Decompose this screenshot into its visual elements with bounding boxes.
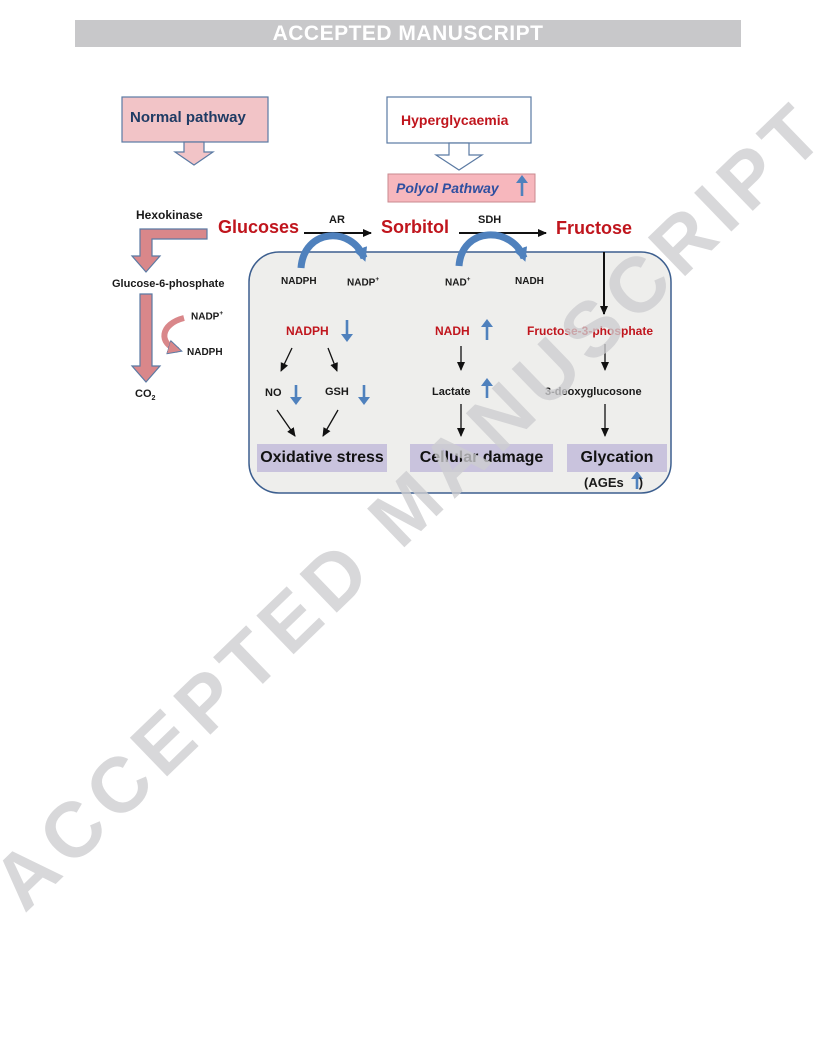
cellular-damage-box: Cellular damage [410, 444, 553, 472]
nadp-curved-arrow [161, 315, 185, 350]
hyperglycaemia-box [386, 96, 532, 144]
co-text: CO [135, 388, 152, 400]
hyperglycaemia-down-arrow [433, 142, 485, 171]
nadph-top-label: NADPH [281, 276, 317, 287]
nadph-down-arrow-icon [341, 320, 353, 342]
accepted-manuscript-banner: ACCEPTED MANUSCRIPT [75, 20, 741, 47]
polyol-up-arrow-icon [516, 175, 528, 196]
glycation-label: Glycation [580, 449, 654, 466]
polyol-pathway-box [387, 173, 536, 203]
hyperglycaemia-label: Hyperglycaemia [401, 112, 509, 128]
oxidative-stress-box: Oxidative stress [257, 444, 387, 472]
ar-label: AR [329, 214, 345, 226]
hexokinase-bent-arrow [130, 228, 208, 273]
nadph-to-no-arrow [280, 347, 293, 372]
normal-pathway-down-arrow [173, 141, 215, 166]
nad-plus-label: NAD+ [445, 276, 470, 288]
deoxyglucosone-label: 3-deoxyglucosone [545, 386, 642, 398]
lactate-label: Lactate [432, 386, 471, 398]
sorbitol-label: Sorbitol [381, 217, 449, 237]
fructose-label: Fructose [556, 218, 633, 238]
nadp-left-text: NADP [191, 311, 220, 323]
two-sub: 2 [151, 394, 156, 403]
gsh-to-oxidative-arrow [322, 409, 339, 437]
cellular-damage-label: Cellular damage [419, 449, 544, 466]
nadph-left-label: NADPH [187, 347, 223, 358]
nadp-plus-left-label: NADP+ [191, 310, 223, 322]
sdh-label: SDH [478, 214, 502, 226]
normal-pathway-box [121, 96, 269, 143]
hexokinase-label: Hexokinase [136, 208, 203, 222]
nadh-up-arrow-icon [481, 319, 493, 340]
ages-text: (AGEs [584, 475, 624, 490]
nadph-to-nadp-curve [297, 232, 368, 269]
plus-sup: + [219, 310, 224, 317]
no-to-oxidative-arrow [276, 409, 296, 437]
co2-label: CO2 [135, 388, 155, 402]
glycation-box: Glycation [567, 444, 667, 472]
ages-up-arrow-icon [631, 471, 643, 489]
banner-text: ACCEPTED MANUSCRIPT [272, 21, 544, 45]
nadph-to-gsh-arrow [327, 347, 338, 372]
gsh-label: GSH [325, 386, 349, 398]
nadph-red-label: NADPH [286, 324, 329, 338]
nadh-red-label: NADH [435, 324, 470, 338]
polyol-pathway-label: Polyol Pathway [396, 180, 499, 196]
nadh-top-label: NADH [515, 276, 544, 287]
glucoses-label: Glucoses [218, 217, 300, 237]
no-down-arrow-icon [290, 385, 302, 405]
fructose-3-phosphate-label: Fructose-3-phosphate [527, 324, 654, 338]
glucose-6-phosphate-label: Glucose-6-phosphate [112, 278, 225, 290]
gsh-down-arrow-icon [358, 385, 370, 405]
no-label: NO [265, 387, 282, 399]
nadp-plus-top-label: NADP+ [347, 276, 379, 288]
oxidative-stress-label: Oxidative stress [260, 449, 384, 466]
ages-close-paren: ) [638, 475, 644, 490]
plus-sup: + [375, 276, 380, 283]
ages-label: (AGEs) [584, 475, 643, 490]
nadp-top-text: NADP [347, 277, 376, 289]
nad-to-nadh-curve [455, 231, 528, 267]
lactate-up-arrow-icon [481, 378, 493, 398]
normal-pathway-label: Normal pathway [130, 109, 246, 126]
nad-text: NAD [445, 277, 467, 289]
glucose6p-to-co2-arrow [130, 293, 162, 383]
plus-sup: + [466, 276, 471, 283]
